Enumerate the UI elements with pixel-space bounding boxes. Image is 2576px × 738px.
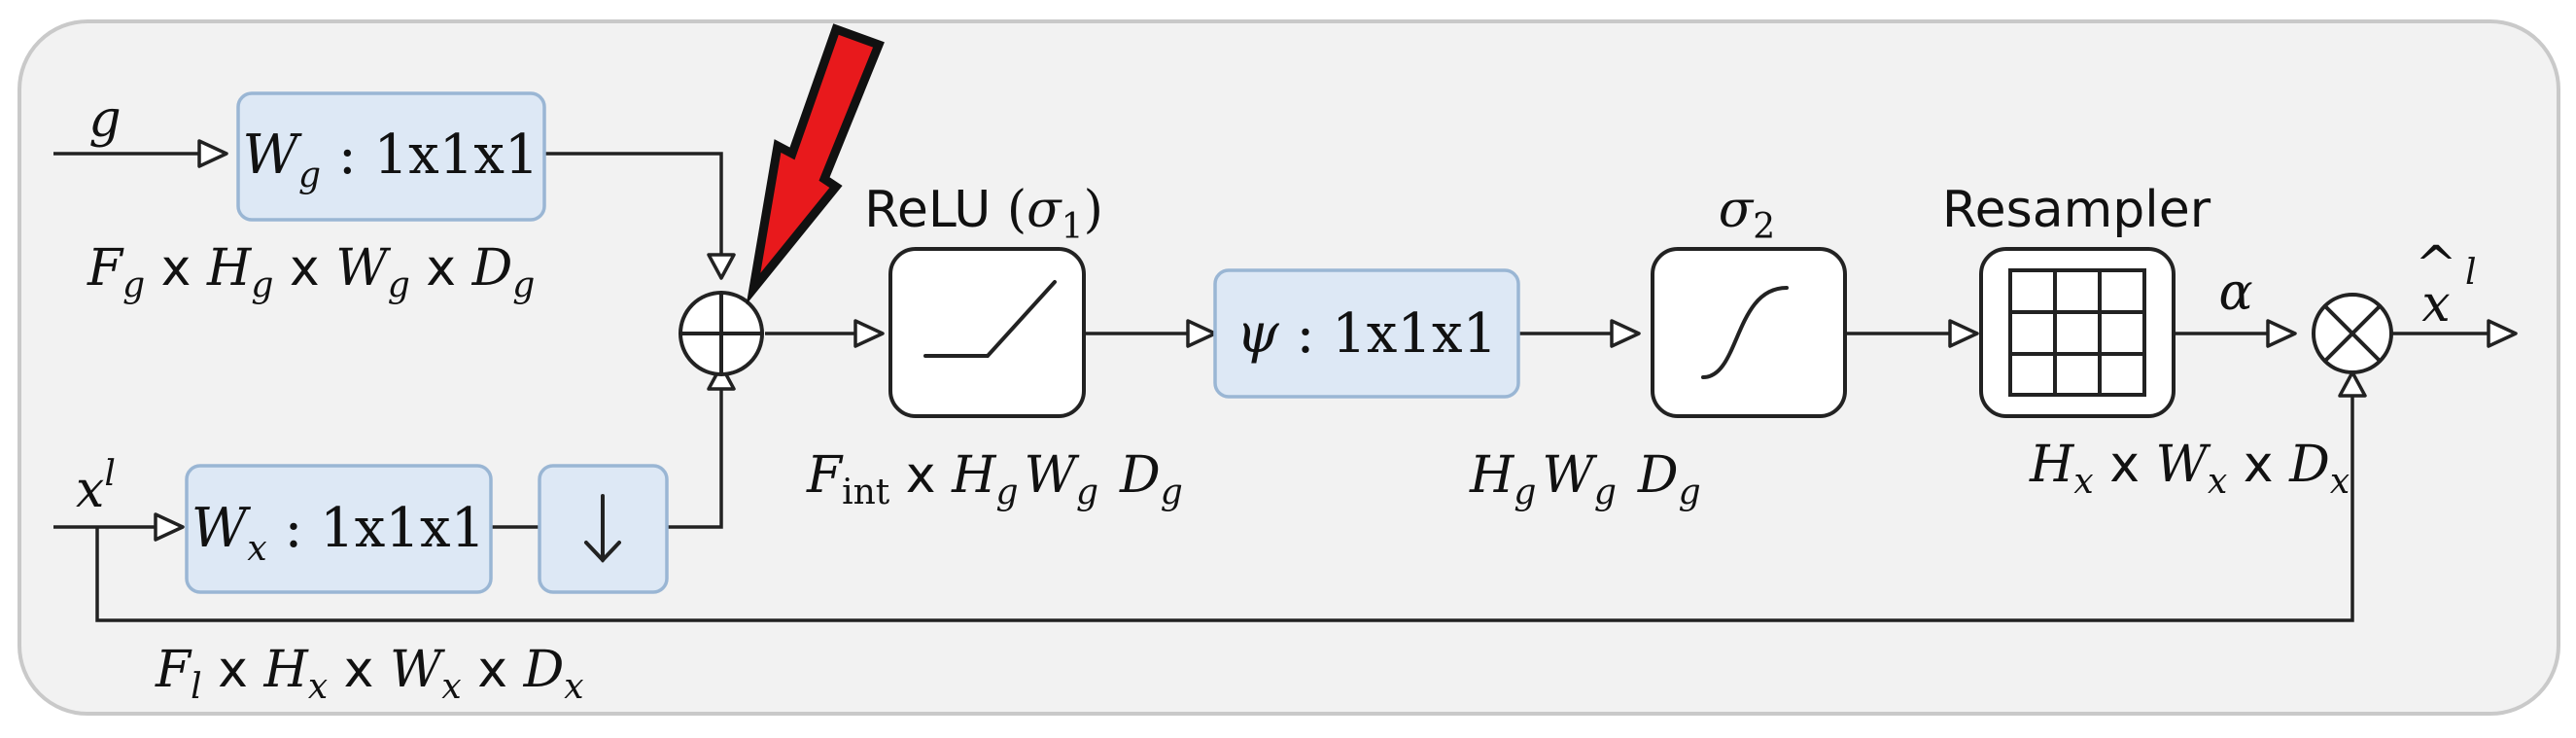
relu-curve-icon	[923, 280, 1057, 358]
wg-block-label: Wg : 1x1x1	[242, 123, 539, 195]
down-arrow-icon	[584, 494, 621, 563]
psi-block-label: ψ : 1x1x1	[1236, 302, 1497, 366]
highlight-arrow	[746, 23, 885, 305]
psi-conv-block: ψ : 1x1x1	[1213, 268, 1520, 399]
wg-to-adder-line	[544, 152, 723, 255]
adder-top-arrowhead	[707, 253, 736, 280]
g-dims-label: Fg x Hg x Wg x Dg	[87, 239, 535, 305]
multiply-input-arrowhead	[2266, 319, 2297, 348]
grid-icon	[2008, 268, 2146, 397]
psi-input-arrowhead	[1186, 319, 1217, 348]
circle-times-icon	[2312, 293, 2393, 374]
alpha-label: α	[2218, 264, 2252, 322]
multiply-bottom-arrowhead	[2338, 370, 2367, 398]
resampler-label: Resampler	[1942, 181, 2211, 239]
relu-input-arrowhead	[853, 319, 885, 348]
sigma2-label: σ2	[1719, 181, 1775, 247]
relu-label: ReLU (σ1)	[864, 181, 1103, 247]
output-sup: l	[2465, 253, 2477, 293]
adder-bottom-arrowhead	[707, 364, 736, 391]
output-label: x ^ l	[2415, 236, 2476, 334]
wg-conv-block: Wg : 1x1x1	[236, 91, 546, 222]
output-base: x	[2421, 275, 2450, 334]
down-to-adder-line	[667, 389, 723, 529]
wx-conv-block: Wx : 1x1x1	[185, 464, 493, 594]
x-input-label: xl	[76, 454, 116, 519]
output-arrowhead	[2487, 319, 2518, 348]
sigmoid-curve-icon	[1701, 286, 1789, 379]
res-dims-label: Hx x Wx x Dx	[2029, 436, 2350, 502]
x-input-arrowhead	[154, 512, 185, 542]
circle-plus-icon	[679, 291, 764, 376]
downsample-block	[538, 464, 669, 594]
wx-block-label: Wx : 1x1x1	[191, 497, 485, 569]
relu-block	[888, 247, 1086, 418]
resampler-block	[1979, 247, 2176, 418]
g-input-label: g	[88, 90, 121, 149]
sigmoid-input-arrowhead	[1610, 319, 1641, 348]
output-hat: ^	[2415, 236, 2457, 295]
x-dims-label: Fl x Hx x Wx x Dx	[155, 641, 584, 707]
g-input-arrowhead	[197, 139, 228, 168]
resampler-input-arrowhead	[1948, 319, 1979, 348]
sigmoid-block	[1651, 247, 1847, 418]
skip-connection-line	[95, 396, 2354, 622]
